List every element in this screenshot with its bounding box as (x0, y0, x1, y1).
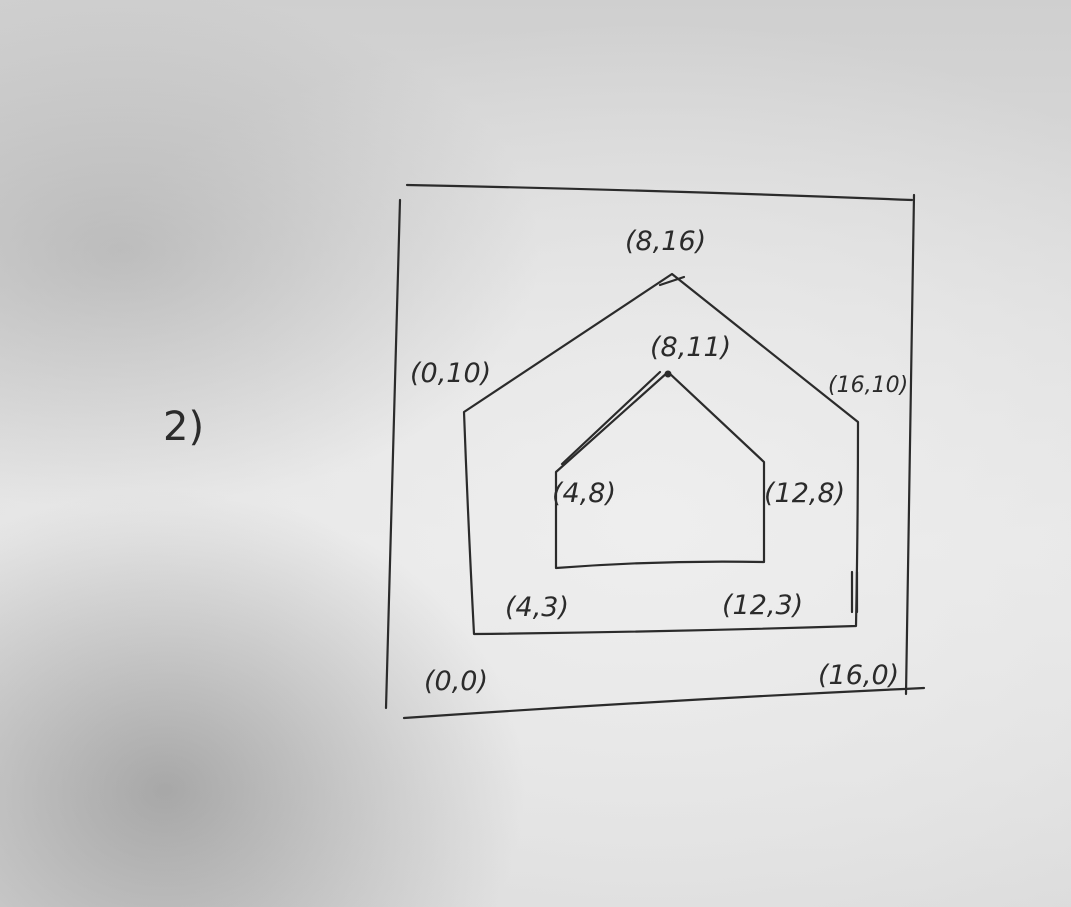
label-outer-right-shoulder: (16,10) (828, 373, 908, 398)
label-inner-bottom-right: (12,3) (722, 590, 803, 621)
frame-box (384, 183, 926, 720)
label-outer-left-shoulder: (0,10) (410, 358, 491, 389)
label-inner-bottom-left: (4,3) (505, 592, 569, 623)
outer-pentagon (462, 272, 860, 636)
inner-peak-dot (664, 370, 672, 378)
inner-pentagon (554, 370, 766, 570)
inner-peak-double-stroke (560, 370, 662, 466)
frame-right-edge (904, 193, 916, 696)
frame-bottom-edge (402, 686, 926, 720)
label-inner-right-shoulder: (12,8) (764, 478, 845, 509)
label-inner-left-shoulder: (4,8) (552, 478, 616, 509)
right-edge-tick-marks (850, 570, 859, 614)
frame-top-edge (405, 183, 914, 202)
frame-left-edge (384, 198, 402, 710)
label-outer-bottom-left: (0,0) (424, 666, 488, 697)
label-outer-bottom-right: (16,0) (818, 660, 899, 691)
outer-peak-scribble (658, 275, 686, 287)
label-outer-peak: (8,16) (625, 226, 706, 257)
label-inner-peak: (8,11) (650, 332, 731, 363)
problem-number: 2) (163, 404, 204, 450)
